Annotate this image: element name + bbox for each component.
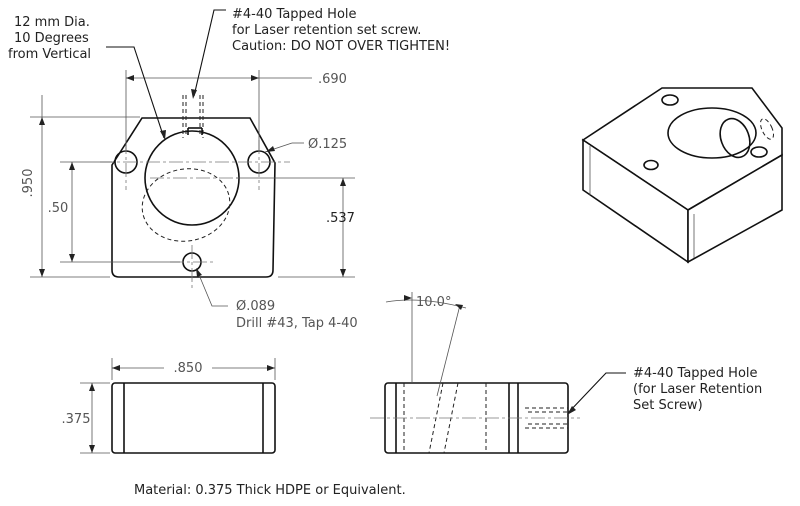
front-tapped-hole bbox=[182, 95, 204, 138]
dim-height-50: .50 bbox=[48, 201, 69, 216]
note-tap-side-line3: Set Screw) bbox=[633, 398, 703, 413]
iso-lens-bore bbox=[667, 107, 757, 159]
front-view-dimensions: .690 .950 .50 .537 Ø.125 bbox=[21, 70, 355, 278]
note-tap-top-line2: for Laser retention set screw. bbox=[232, 23, 421, 38]
iso-mount-hole-right bbox=[750, 146, 768, 158]
note-tap-side-line1: #4-40 Tapped Hole bbox=[633, 366, 758, 381]
dim-thickness-375: .375 bbox=[62, 412, 91, 427]
note-material: Material: 0.375 Thick HDPE or Equivalent… bbox=[134, 483, 406, 498]
dim-angle-10: 10.0° bbox=[416, 295, 451, 310]
side-view-right: 10.0° bbox=[370, 292, 580, 454]
note-tap-top-line1: #4-40 Tapped Hole bbox=[232, 7, 357, 22]
iso-mount-hole-left bbox=[661, 94, 679, 106]
note-lens-line2: 10 Degrees bbox=[14, 31, 89, 46]
dim-height-537: .537 bbox=[326, 211, 355, 226]
side-view-left: .850 .375 bbox=[62, 358, 276, 454]
lens-bore-hidden bbox=[141, 168, 231, 242]
note-tap-top-line3: Caution: DO NOT OVER TIGHTEN! bbox=[232, 39, 450, 54]
note-lens-line1: 12 mm Dia. bbox=[14, 15, 90, 30]
front-view-outline bbox=[111, 117, 276, 278]
note-lens-line3: from Vertical bbox=[8, 47, 91, 62]
dim-width-690: .690 bbox=[318, 72, 347, 87]
note-drill-line1: Ø.089 bbox=[236, 299, 275, 314]
side-view-left-outline bbox=[111, 382, 276, 454]
dim-width-850: .850 bbox=[174, 361, 203, 376]
iso-bottom-hole bbox=[643, 159, 659, 171]
iso-right-face bbox=[687, 153, 783, 264]
note-drill-line2: Drill #43, Tap 4-40 bbox=[236, 316, 358, 331]
front-view bbox=[100, 95, 290, 290]
dim-height-950: .950 bbox=[21, 169, 36, 198]
note-tap-side-line2: (for Laser Retention bbox=[633, 382, 762, 397]
notes: 12 mm Dia. 10 Degrees from Vertical #4-4… bbox=[8, 7, 762, 498]
isometric-view bbox=[581, 87, 783, 264]
dim-hole-dia-125: Ø.125 bbox=[308, 137, 347, 152]
iso-side-tapped-hole bbox=[760, 118, 774, 140]
